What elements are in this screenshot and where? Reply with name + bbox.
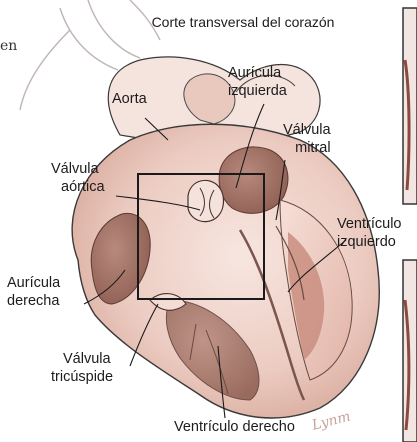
- label-line: mitral: [283, 139, 331, 157]
- label-aorta: Aorta: [112, 90, 147, 108]
- label-ventriculo-derecho: Ventrículo derecho: [174, 418, 295, 436]
- label-line: Aurícula: [7, 274, 60, 292]
- label-line: Válvula: [283, 121, 331, 139]
- label-valvula-aortica: Válvula aórtica: [51, 160, 105, 196]
- label-line: Aurícula: [228, 64, 287, 82]
- label-line: aórtica: [51, 178, 105, 196]
- aortic-valve: [188, 180, 224, 221]
- diagram-title: Corte transversal del corazón: [112, 13, 374, 31]
- label-line: Ventrículo: [337, 215, 402, 233]
- cropped-text-fragment: en: [0, 38, 17, 54]
- label-line: tricúspide: [51, 368, 113, 386]
- label-valvula-mitral: Válvula mitral: [283, 121, 331, 157]
- label-line: derecha: [7, 292, 60, 310]
- label-auricula-izquierda: Aurícula izquierda: [228, 64, 287, 100]
- label-auricula-derecha: Aurícula derecha: [7, 274, 60, 310]
- label-line: Válvula: [51, 350, 113, 368]
- label-ventriculo-izquierdo: Ventrículo izquierdo: [337, 215, 402, 251]
- label-line: izquierdo: [337, 233, 402, 251]
- left-atrium-chamber: [219, 147, 288, 213]
- artist-signature: Lynm: [309, 409, 352, 434]
- label-line: Válvula: [51, 160, 105, 178]
- label-line: izquierda: [228, 82, 287, 100]
- label-valvula-tricuspide: Válvula tricúspide: [51, 350, 113, 386]
